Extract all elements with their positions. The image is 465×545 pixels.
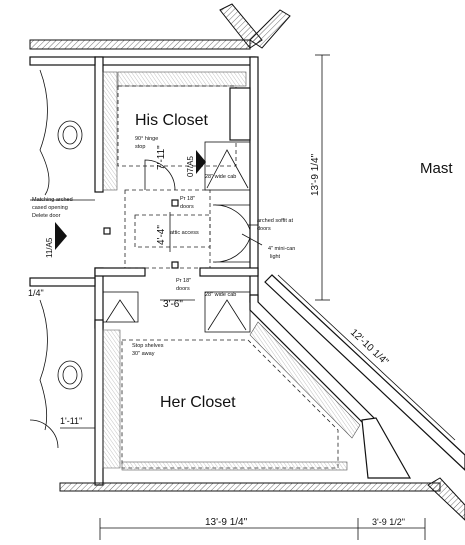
his-closet-shelving [102, 71, 251, 191]
wide-cab-top-note: 28" wide cab [205, 174, 236, 180]
leader-line [241, 233, 263, 246]
fixtures [29, 69, 179, 449]
pr18-bottom-note: Pr 18" doors [176, 278, 193, 292]
dim-1-11: 1'-11" [60, 416, 82, 426]
walls [29, 3, 465, 521]
elevation-marker-07 [196, 150, 206, 174]
dim-4-4: 4'-4" [156, 225, 167, 245]
her-closet-shelving [102, 291, 361, 471]
arched-soffit-note: arched soffit at doors [257, 218, 295, 232]
dim-1-4: 1/4" [28, 288, 44, 298]
dim-13-9-right: 13'-9 1/4" [310, 153, 321, 196]
dim-7-11: 7'-11" [156, 145, 167, 170]
her-closet-label: Her Closet [160, 394, 236, 411]
hinge-note: 90° hinge stop [135, 136, 160, 150]
stop-shelves-note: Stop shelves 30" away [132, 343, 165, 357]
dimension-lines [60, 54, 456, 540]
attic-access-note: attic access [170, 230, 199, 236]
elevation-callout-07: 07/A5 [186, 156, 195, 177]
pr18-top-note: Pr 18" doors [180, 196, 197, 210]
elevation-callout-11: 11/A5 [45, 237, 54, 258]
doors [124, 159, 251, 269]
dim-13-9-bottom: 13'-9 1/4" [205, 517, 248, 528]
master-label: Mast [420, 160, 453, 177]
matching-arched-note: Matching arched cased opening Delete doo… [32, 197, 74, 219]
dim-3-9: 3'-9 1/2" [372, 517, 405, 527]
his-closet-label: His Closet [135, 112, 208, 129]
dim-3-6: 3'-6" [163, 299, 183, 310]
mini-can-note: 4" mini-can light [268, 246, 297, 260]
wide-cab-bottom-note: 28" wide cab [205, 292, 236, 298]
elevation-marker-11 [55, 222, 67, 250]
